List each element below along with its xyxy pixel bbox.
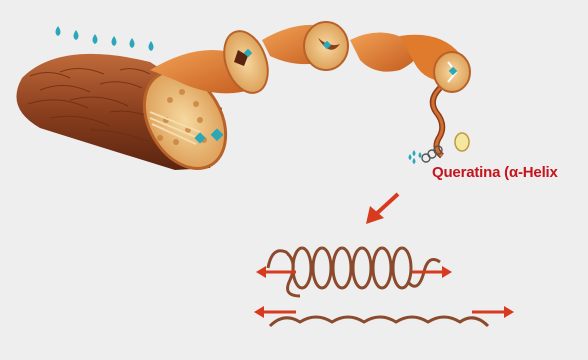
water-drop-icon <box>130 38 135 48</box>
arrow-right-icon <box>472 306 514 318</box>
stretched-coil <box>270 317 488 326</box>
arrow-right-icon <box>412 266 452 278</box>
water-drop-icon <box>93 34 98 44</box>
keratin-label: Queratina (α-Helix <box>432 164 558 181</box>
water-drop-icon <box>413 158 416 164</box>
water-drop-icon <box>74 30 79 40</box>
water-drops-top <box>56 26 154 51</box>
water-drop-icon <box>149 41 154 51</box>
water-drop-icon <box>409 154 412 160</box>
arrow-down-left-icon <box>366 194 398 224</box>
water-drop-icon <box>56 26 61 36</box>
water-drop-icon <box>419 152 422 158</box>
arrow-left-icon <box>254 306 296 318</box>
water-drop-icon <box>112 36 117 46</box>
water-drop-icon <box>413 150 416 156</box>
